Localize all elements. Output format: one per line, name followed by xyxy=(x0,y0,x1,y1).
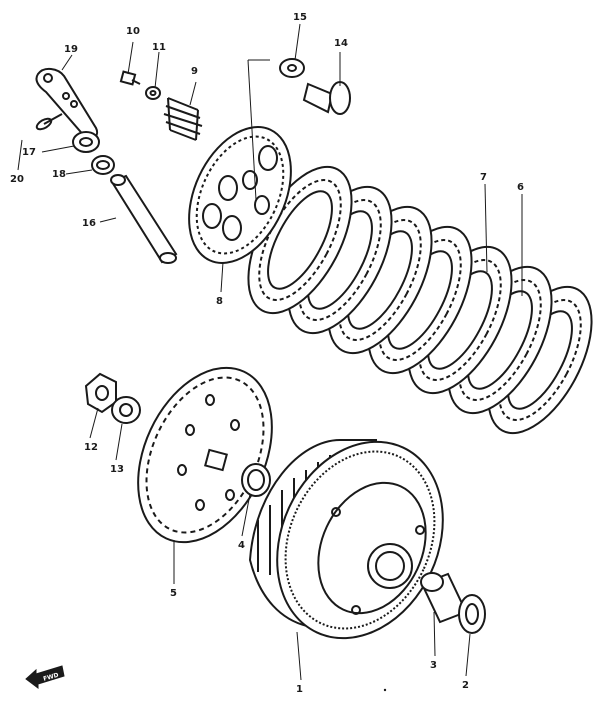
spacer-collar xyxy=(420,572,468,624)
callout-18: 18 xyxy=(52,169,66,180)
callout-8: 8 xyxy=(216,296,223,307)
oil-seal xyxy=(91,155,115,175)
release-screw xyxy=(35,113,63,131)
clutch-spring xyxy=(163,97,203,141)
thrust-washer xyxy=(241,463,271,497)
callout-13: 13 xyxy=(110,464,124,475)
forward-direction-marker: FWD xyxy=(25,665,65,689)
stray-dot xyxy=(383,688,387,692)
clutch-plate xyxy=(327,205,433,355)
callout-14: 14 xyxy=(334,38,348,49)
callout-6: 6 xyxy=(517,182,524,193)
callout-19: 19 xyxy=(64,44,78,55)
callout-17: 17 xyxy=(22,147,36,158)
fwd-label: FWD xyxy=(42,672,59,683)
clutch-spring-bolt xyxy=(119,70,141,86)
leader-lines xyxy=(17,23,523,681)
callout-20: 20 xyxy=(10,174,24,185)
callout-12: 12 xyxy=(84,442,98,453)
callout-labels: 1 2 3 4 5 6 7 8 9 10 11 12 13 14 15 16 1… xyxy=(10,12,524,695)
callout-11: 11 xyxy=(152,42,166,53)
callout-15: 15 xyxy=(293,12,307,23)
lock-washer xyxy=(111,396,141,424)
spring-washer xyxy=(145,86,161,100)
callout-9: 9 xyxy=(191,66,198,77)
callout-2: 2 xyxy=(462,680,469,691)
pressure-plate xyxy=(188,126,292,264)
callout-1: 1 xyxy=(296,684,303,695)
release-shaft xyxy=(110,174,178,264)
callout-5: 5 xyxy=(170,588,177,599)
spacer-washer xyxy=(458,594,486,634)
callout-7: 7 xyxy=(480,172,487,183)
push-piece xyxy=(302,81,351,115)
callout-4: 4 xyxy=(238,540,245,551)
push-piece-washer xyxy=(279,58,305,78)
clutch-plate-stack xyxy=(247,165,593,435)
callout-3: 3 xyxy=(430,660,437,671)
callout-10: 10 xyxy=(126,26,140,37)
clutch-housing xyxy=(248,439,444,640)
o-ring xyxy=(72,131,100,153)
callout-16: 16 xyxy=(82,218,96,229)
